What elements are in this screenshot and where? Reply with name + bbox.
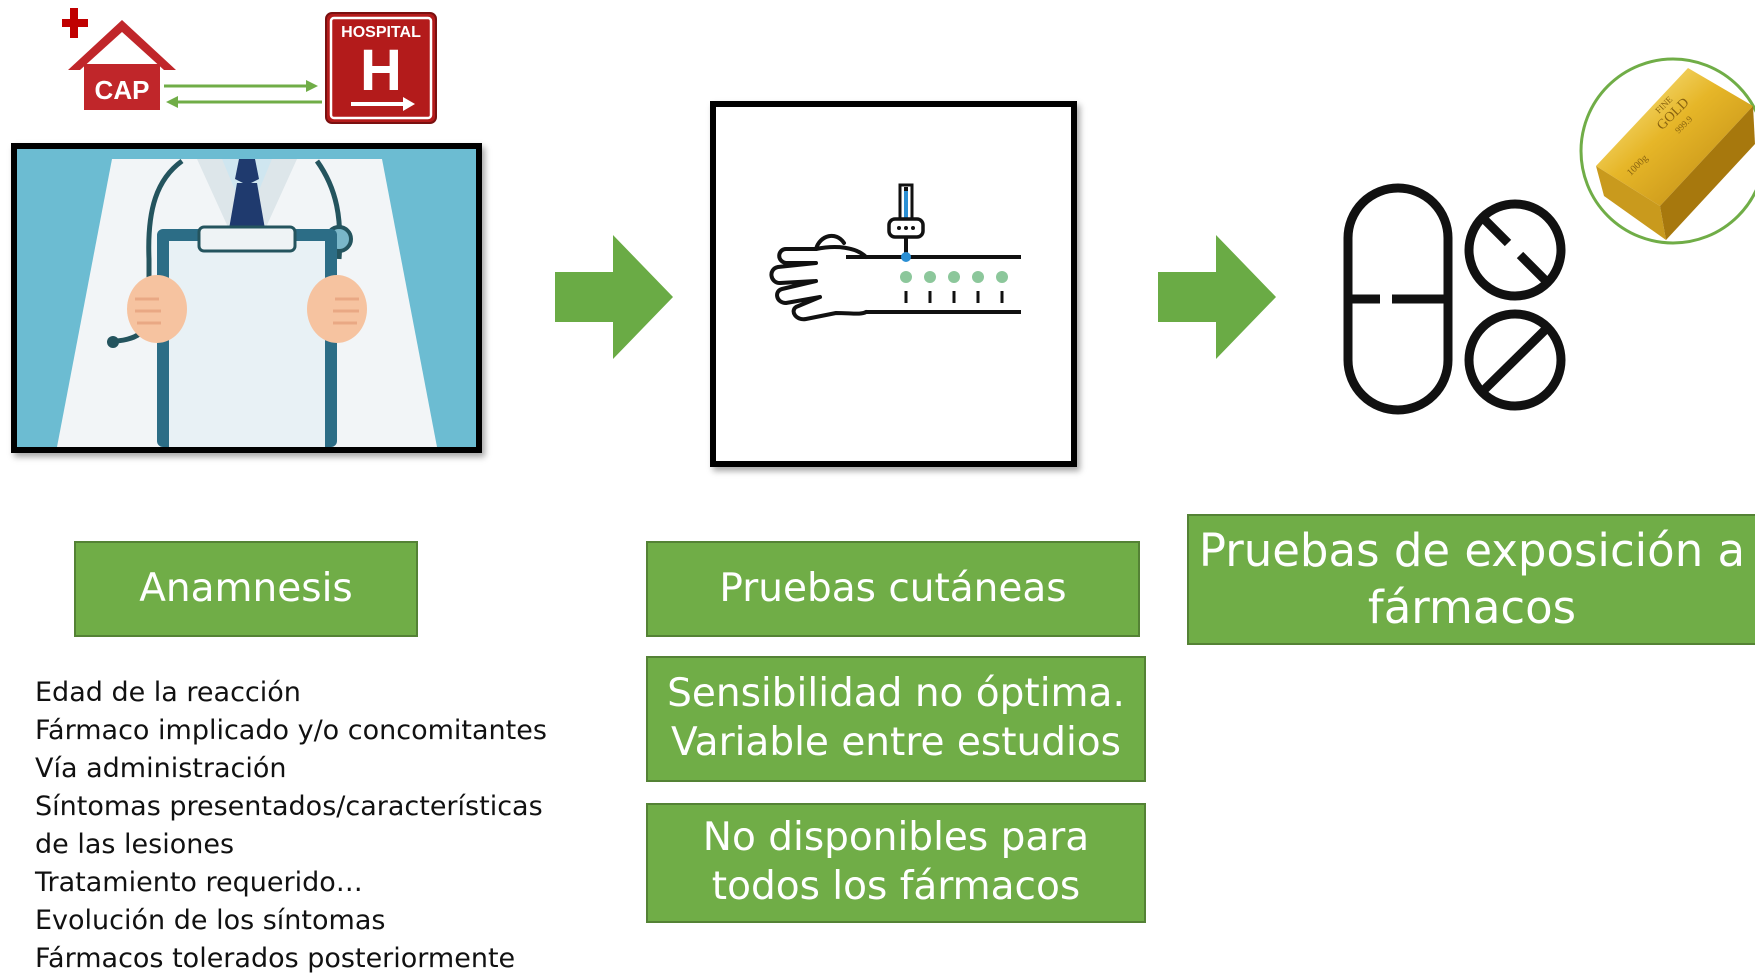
exposure-tests-box: Pruebas de exposición a fármacos: [1187, 514, 1755, 645]
list-item: Fármacos tolerados posteriormente: [35, 943, 516, 974]
list-item: Fármaco implicado y/o concomitantes: [35, 715, 547, 746]
anamnesis-label: Anamnesis: [139, 565, 353, 611]
pills-icon: [1343, 183, 1566, 415]
availability-note-line-2: todos los fármacos: [711, 864, 1081, 909]
anamnesis-items-list: Edad de la reacción Fármaco implicado y/…: [35, 674, 547, 978]
arrow-right-icon: [555, 235, 673, 359]
arrow-right-icon: [1158, 235, 1276, 359]
hospital-sign-letter: H: [360, 38, 402, 103]
availability-note-box: No disponibles para todos los fármacos: [646, 803, 1146, 923]
anamnesis-box: Anamnesis: [74, 541, 418, 637]
sensitivity-note-box: Sensibilidad no óptima. Variable entre e…: [646, 656, 1146, 782]
list-item: Tratamiento requerido…: [35, 867, 363, 898]
sensitivity-note-line-2: Variable entre estudios: [671, 720, 1121, 765]
list-item: de las lesiones: [35, 829, 235, 860]
list-item: Edad de la reacción: [35, 677, 301, 708]
hospital-sign-title: HOSPITAL: [341, 24, 421, 41]
list-item: Síntomas presentados/características: [35, 791, 543, 822]
gold-bar-icon: FINE GOLD 999.9 1000g: [1579, 57, 1755, 245]
exposure-tests-line-2: fármacos: [1367, 580, 1577, 634]
hospital-sign-icon: HOSPITAL H: [325, 12, 437, 124]
cap-label: CAP: [95, 75, 150, 105]
doctor-clipboard-illustration: [17, 149, 476, 447]
doctor-illustration-frame: [11, 143, 482, 453]
skin-test-illustration-frame: [710, 101, 1077, 467]
skin-prick-test-icon: [769, 183, 1021, 322]
skin-tests-label: Pruebas cutáneas: [719, 565, 1067, 611]
availability-note-line-1: No disponibles para: [702, 815, 1090, 861]
list-item: Vía administración: [35, 753, 287, 784]
sensitivity-note-line-1: Sensibilidad no óptima.: [667, 671, 1125, 717]
list-item: Evolución de los síntomas: [35, 905, 386, 936]
skin-tests-box: Pruebas cutáneas: [646, 541, 1140, 637]
cap-house-icon: CAP: [62, 8, 176, 110]
exposure-tests-line-1: Pruebas de exposición a: [1198, 524, 1746, 578]
referral-arrows-icon: [164, 80, 322, 108]
